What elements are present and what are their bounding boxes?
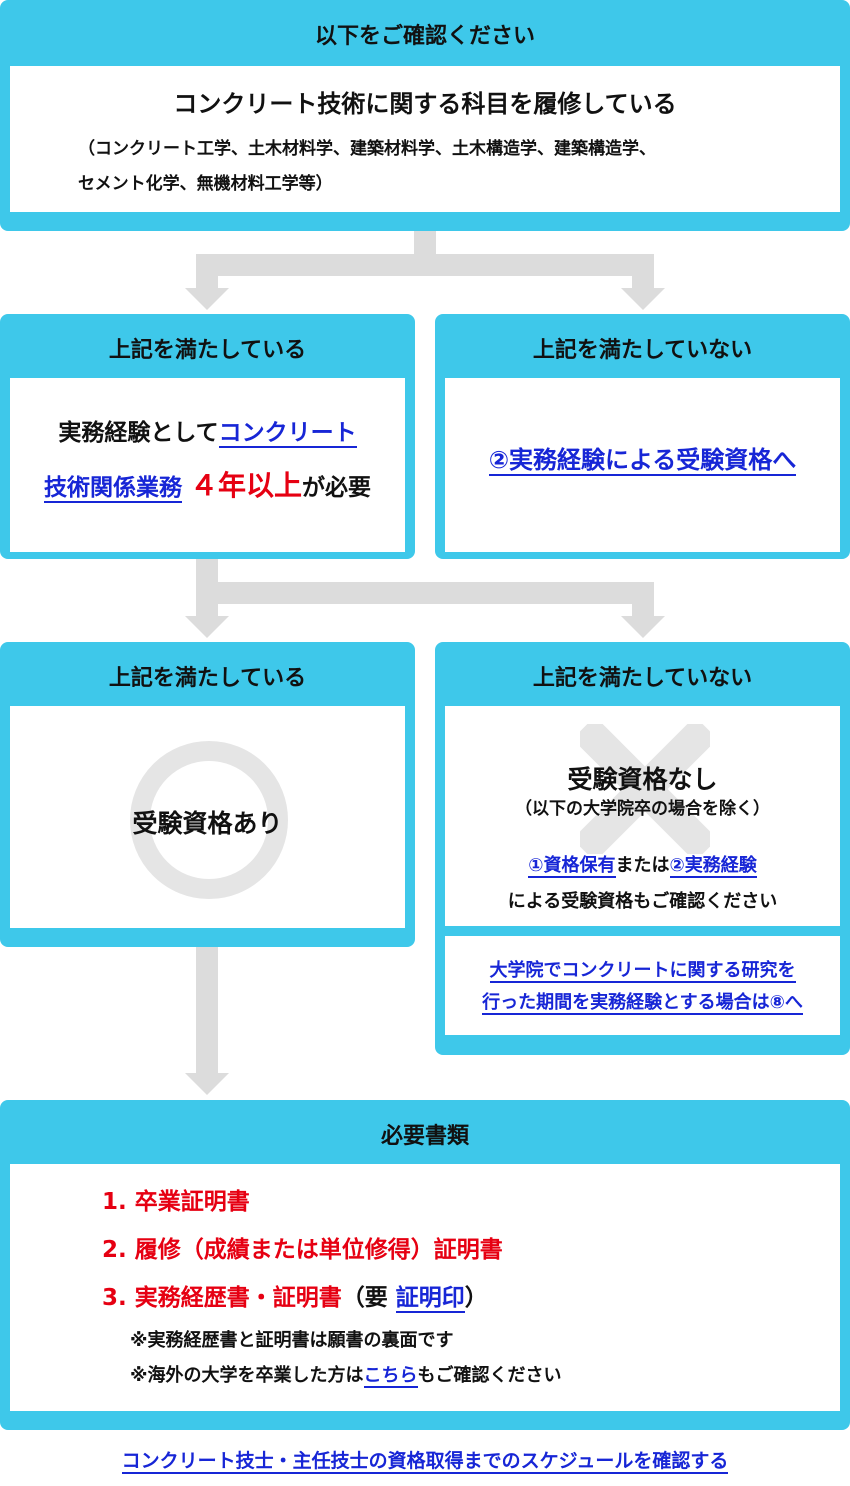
four-years-highlight: ４年以上 xyxy=(190,469,303,502)
doc-note-2: ※海外の大学を卒業した方はこちらもご確認ください xyxy=(130,1361,562,1388)
connector-left-1 xyxy=(196,254,218,290)
connector-right-2 xyxy=(632,582,654,618)
row1-left-body: 実務経験としてコンクリート 技術関係業務 ４年以上が必要 xyxy=(10,378,405,552)
exception-note: （以下の大学院卒の場合を除く） xyxy=(515,799,770,819)
doc-note-2-prefix: ※海外の大学を卒業した方は xyxy=(130,1365,364,1386)
top-panel: 以下をご確認ください コンクリート技術に関する科目を履修している （コンクリート… xyxy=(0,0,850,231)
doc-item-2: 2. 履修（成績または単位修得）証明書 xyxy=(102,1237,503,1263)
graduate-school-link-line-1[interactable]: 大学院でコンクリートに関する研究を xyxy=(489,960,796,983)
row2-right-panel: 上記を満たしていない 受験資格なし （以下の大学院卒の場合を除く） ①資格保有ま… xyxy=(435,642,850,1055)
subjects-line-1: （コンクリート工学、土木材料学、建築材料学、土木構造学、建築構造学、 xyxy=(78,139,656,159)
row1-left-panel: 上記を満たしている 実務経験としてコンクリート 技術関係業務 ４年以上が必要 xyxy=(0,314,415,559)
arrow-down-icon xyxy=(621,616,665,638)
check-other-line: ①資格保有または②実務経験 xyxy=(445,851,840,878)
arrow-down-icon xyxy=(621,288,665,310)
row2-right-title: 上記を満たしていない xyxy=(532,666,753,691)
connector-left-3 xyxy=(196,947,218,1075)
concrete-link[interactable]: コンクリート xyxy=(218,420,357,448)
experience-prefix: 実務経験として xyxy=(58,420,219,446)
arrow-down-icon xyxy=(185,288,229,310)
doc-item-1: 1. 卒業証明書 xyxy=(102,1189,250,1215)
row2-left-body: 受験資格あり xyxy=(10,706,405,928)
doc-note-1: ※実務経歴書と証明書は願書の裏面です xyxy=(130,1330,454,1351)
doc-item-3-paren-close: ） xyxy=(464,1285,488,1311)
documents-body: 1. 卒業証明書 2. 履修（成績または単位修得）証明書 3. 実務経歴書・証明… xyxy=(10,1164,840,1411)
connector-horizontal-2 xyxy=(196,582,654,604)
doc-note-2-suffix: もご確認ください xyxy=(417,1365,562,1386)
graduate-school-link-line-2[interactable]: 行った期間を実務経験とする場合は⑧へ xyxy=(482,992,803,1015)
row1-right-title: 上記を満たしていない xyxy=(532,338,753,363)
graduate-school-box: 大学院でコンクリートに関する研究を 行った期間を実務経験とする場合は⑧へ xyxy=(445,936,840,1035)
doc-item-3: 3. 実務経歴書・証明書（要 証明印） xyxy=(102,1278,488,1313)
practical-experience-link[interactable]: ②実務経験による受験資格へ xyxy=(488,446,797,476)
not-eligible-text: 受験資格なし xyxy=(567,765,718,794)
row2-left-panel: 上記を満たしている 受験資格あり xyxy=(0,642,415,947)
connector-horizontal-1 xyxy=(196,254,654,276)
doc-item-3-text: 3. 実務経歴書・証明書 xyxy=(102,1285,342,1311)
row2-left-title: 上記を満たしている xyxy=(108,666,307,691)
or-text: または xyxy=(615,855,670,876)
row1-right-panel: 上記を満たしていない ②実務経験による受験資格へ xyxy=(435,314,850,559)
technical-work-link[interactable]: 技術関係業務 xyxy=(43,475,182,503)
top-panel-body: コンクリート技術に関する科目を履修している （コンクリート工学、土木材料学、建築… xyxy=(10,66,840,212)
connector-vertical-1 xyxy=(414,231,436,261)
row2-right-body: 受験資格なし （以下の大学院卒の場合を除く） ①資格保有または②実務経験 による… xyxy=(445,706,840,926)
row1-left-title: 上記を満たしている xyxy=(108,338,307,363)
certification-seal-link[interactable]: 証明印 xyxy=(395,1285,465,1313)
documents-panel: 必要書類 1. 卒業証明書 2. 履修（成績または単位修得）証明書 3. 実務経… xyxy=(0,1100,850,1430)
connector-right-1 xyxy=(632,254,654,290)
qualification-link[interactable]: ①資格保有 xyxy=(528,855,616,878)
row1-right-body: ②実務経験による受験資格へ xyxy=(445,378,840,552)
arrow-down-icon xyxy=(185,616,229,638)
schedule-link[interactable]: コンクリート技士・主任技士の資格取得までのスケジュールを確認する xyxy=(121,1450,729,1474)
experience-link[interactable]: ②実務経験 xyxy=(669,855,757,878)
documents-title: 必要書類 xyxy=(380,1124,469,1149)
top-panel-title: 以下をご確認ください xyxy=(314,24,535,49)
experience-line-1: 実務経験としてコンクリート xyxy=(10,413,405,448)
subjects-line-2: セメント化学、無機材料工学等） xyxy=(78,174,333,194)
check-other-note: による受験資格もご確認ください xyxy=(507,891,778,912)
top-heading: コンクリート技術に関する科目を履修している xyxy=(173,90,677,118)
overseas-university-link[interactable]: こちら xyxy=(363,1365,418,1388)
required-suffix: が必要 xyxy=(302,475,372,501)
doc-item-3-paren-open: （要 xyxy=(341,1285,396,1311)
experience-line-2: 技術関係業務 ４年以上が必要 xyxy=(10,464,405,504)
cross-mark-icon xyxy=(580,724,710,854)
eligible-text: 受験資格あり xyxy=(132,809,283,838)
arrow-down-icon xyxy=(185,1073,229,1095)
